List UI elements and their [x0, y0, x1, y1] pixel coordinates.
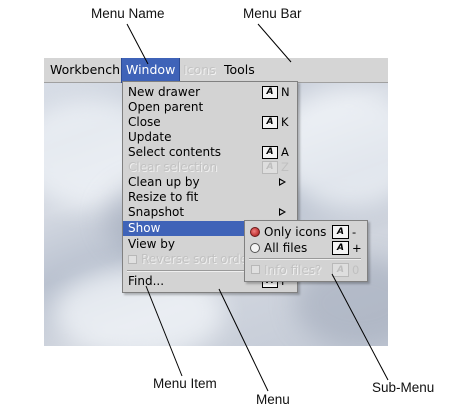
menu-item-label: Select contents	[128, 145, 222, 159]
menu-item-resize-to-fit[interactable]: Resize to fit	[123, 190, 297, 205]
menu-item-close[interactable]: Close A K	[123, 115, 297, 130]
amiga-key-icon: A	[332, 225, 349, 239]
radio-unchecked-icon	[250, 243, 260, 253]
submenu-item-label: Only icons	[264, 225, 327, 239]
menubar-item-tools[interactable]: Tools	[224, 62, 255, 77]
menubar-item-icons[interactable]: Icons	[183, 62, 216, 77]
submenu-arrow-icon	[279, 178, 286, 186]
menu-item-open-parent[interactable]: Open parent	[123, 100, 297, 115]
checkbox-icon	[251, 265, 260, 274]
submenu-arrow-icon	[279, 208, 286, 216]
menu-item-select-contents[interactable]: Select contents A A	[123, 145, 297, 160]
menu-item-label: Update	[128, 130, 172, 144]
menubar-item-workbench[interactable]: Workbench	[50, 62, 120, 77]
amiga-key-icon: A	[332, 241, 349, 255]
workbench-screen: Workbench Window Icons Tools New drawer …	[44, 58, 388, 346]
leader-line-menu-bar	[257, 23, 292, 63]
callout-menu-bar: Menu Bar	[243, 6, 302, 21]
show-submenu: Only icons A - All files A + Info files?…	[244, 220, 368, 282]
amiga-key-icon: A	[262, 86, 278, 99]
menu-item-label: View by	[128, 237, 176, 251]
menu-separator	[127, 270, 293, 272]
menu-item-update[interactable]: Update	[123, 130, 297, 145]
submenu-item-label: All files	[264, 241, 308, 255]
menu-item-view-by[interactable]: View by	[123, 237, 297, 252]
shortcut-key: N	[281, 85, 290, 99]
menu-item-label: Close	[128, 115, 161, 129]
submenu-item-label: Info files?	[264, 263, 322, 277]
menu-item-clean-up-by[interactable]: Clean up by	[123, 175, 297, 190]
radio-checked-icon	[250, 227, 260, 237]
shortcut-key: 0	[352, 263, 360, 277]
submenu-item-all-files[interactable]: All files A +	[245, 240, 367, 256]
amiga-key-icon: A	[262, 161, 278, 174]
callout-sub-menu: Sub-Menu	[372, 380, 435, 395]
menubar-item-window[interactable]: Window	[120, 58, 181, 83]
menu-item-snapshot[interactable]: Snapshot	[123, 205, 297, 220]
menu-bar: Workbench Window Icons Tools	[44, 58, 388, 83]
menu-item-label: Reverse sort order	[141, 252, 253, 266]
shortcut-key: A	[281, 145, 289, 159]
callout-menu-name: Menu Name	[91, 6, 165, 21]
menu-item-label: Open parent	[128, 100, 204, 114]
menu-item-label: Resize to fit	[128, 190, 199, 204]
menu-item-new-drawer[interactable]: New drawer A N	[123, 85, 297, 100]
callout-menu-item: Menu Item	[153, 376, 217, 391]
checkbox-icon	[128, 255, 137, 264]
shortcut-key: Z	[281, 160, 289, 174]
shortcut-key: +	[352, 241, 362, 255]
menu-item-label: Clear selection	[128, 160, 218, 174]
callout-menu: Menu	[256, 392, 290, 407]
submenu-separator	[249, 258, 361, 260]
shortcut-key: -	[352, 225, 357, 239]
menu-item-clear-selection[interactable]: Clear selection A Z	[123, 160, 297, 175]
submenu-item-only-icons[interactable]: Only icons A -	[245, 224, 367, 240]
menu-item-label: Snapshot	[128, 205, 185, 219]
amiga-key-icon: A	[332, 263, 349, 277]
menu-item-label: New drawer	[128, 85, 201, 99]
menu-item-label: Show	[128, 221, 161, 235]
amiga-key-icon: A	[262, 146, 278, 159]
menu-item-reverse-sort-order[interactable]: Reverse sort order	[123, 252, 297, 267]
submenu-item-info-files[interactable]: Info files? A 0	[245, 262, 367, 278]
amiga-key-icon: A	[262, 116, 278, 129]
shortcut-key: K	[281, 115, 289, 129]
menu-item-label: Find...	[128, 274, 165, 288]
menu-item-label: Clean up by	[128, 175, 200, 189]
